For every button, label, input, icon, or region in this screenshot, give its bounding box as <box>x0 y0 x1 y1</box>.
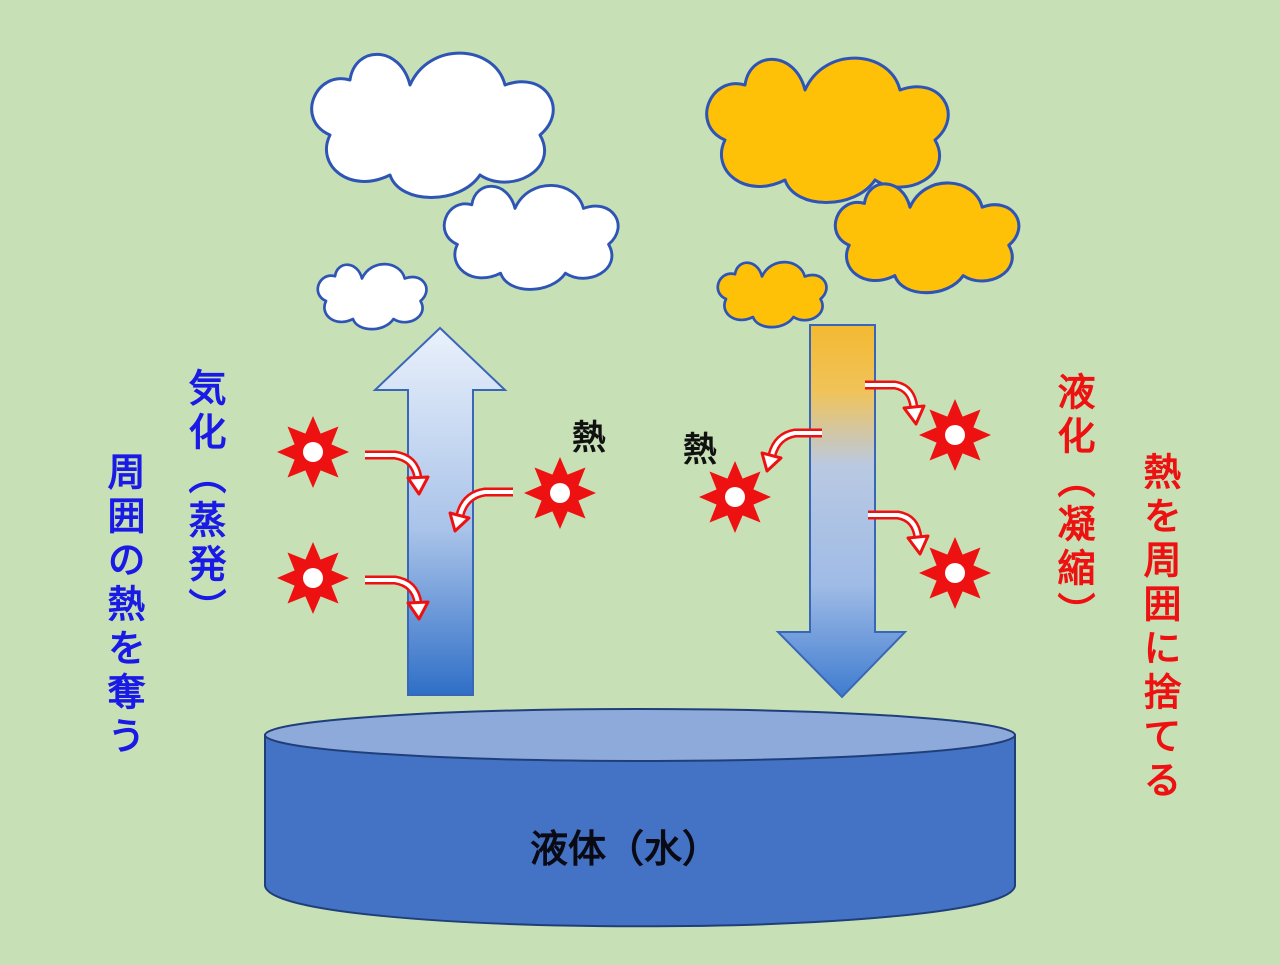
heat-label-left: 熱 <box>572 418 606 458</box>
curved-arrow-icon <box>865 380 926 426</box>
orange-cloud-large <box>705 56 950 204</box>
heat-star-icon <box>277 542 349 614</box>
white-cloud-medium <box>442 183 620 291</box>
release-heat-label: 熱を周囲に捨てる <box>1137 452 1181 804</box>
liquid-label: 液体（水） <box>530 827 721 871</box>
curved-arrow-icon <box>760 428 822 473</box>
up-arrow-icon <box>372 326 508 696</box>
curved-arrow-icon <box>448 487 513 533</box>
heat-star-icon <box>699 461 771 533</box>
absorb-heat-label: 周囲の熱を奪う <box>101 452 145 760</box>
liquid-container <box>264 708 1016 928</box>
curved-arrow-icon <box>365 575 430 621</box>
orange-cloud-medium <box>833 181 1021 295</box>
curved-arrow-icon <box>868 510 930 556</box>
evaporation-label: 気化（蒸発） <box>182 368 226 632</box>
white-cloud-small <box>316 262 428 331</box>
heat-star-icon <box>277 416 349 488</box>
heat-star-icon <box>919 537 991 609</box>
orange-cloud-small <box>716 260 828 329</box>
heat-star-icon <box>919 399 991 471</box>
white-cloud-large <box>310 51 555 199</box>
heat-star-icon <box>524 457 596 529</box>
down-arrow-icon <box>775 324 908 699</box>
curved-arrow-icon <box>365 450 430 496</box>
heat-label-right: 熱 <box>683 430 717 470</box>
condensation-label: 液化（凝縮） <box>1051 372 1095 636</box>
